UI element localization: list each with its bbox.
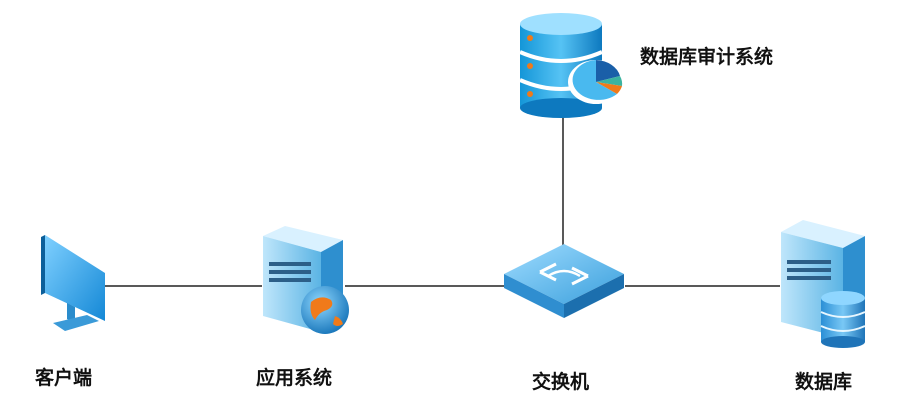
client-label: 客户端	[35, 367, 93, 389]
switch-node	[500, 240, 628, 320]
database-audit-icon	[519, 13, 624, 118]
database-label: 数据库	[795, 371, 853, 393]
monitor-icon	[41, 235, 105, 331]
audit-system-label: 数据库审计系统	[640, 46, 774, 68]
client-node	[35, 233, 110, 333]
app-system-label: 应用系统	[256, 367, 333, 389]
app-system-node	[255, 224, 355, 339]
switch-label: 交换机	[532, 371, 590, 393]
database-server-icon	[781, 220, 866, 348]
audit-system-node	[516, 10, 626, 118]
database-node	[775, 218, 875, 348]
network-switch-icon	[504, 244, 624, 318]
server-globe-icon	[263, 226, 349, 334]
